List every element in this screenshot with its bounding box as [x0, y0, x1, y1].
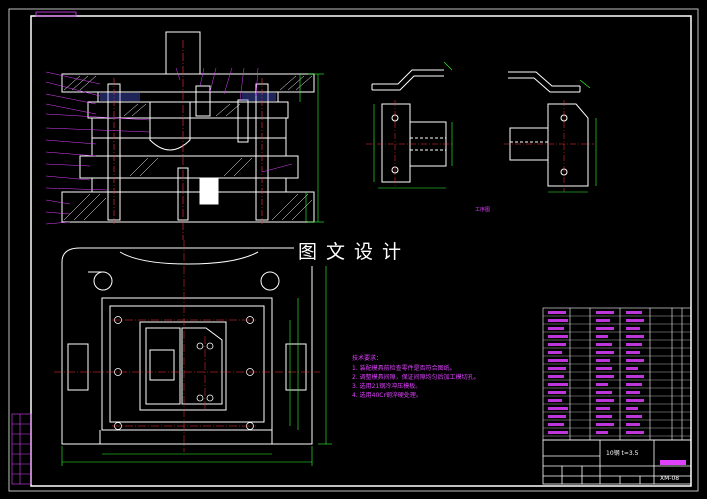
workpiece-dimensions [373, 61, 597, 193]
sheet-border-inner [30, 15, 692, 487]
section-hatching [63, 75, 313, 221]
workpiece-label: 工序图 [475, 207, 491, 213]
plan-view-centerlines [54, 240, 320, 452]
watermark: 图文设计 [294, 238, 438, 266]
parts-list [542, 307, 692, 441]
plan-view-dimensions [61, 261, 332, 466]
side-strip-table [11, 413, 32, 485]
technical-requirements: 技术要求： 1. 装配模具前检查零件是否符合图纸。 2. 调整模具间隙，保证间隙… [352, 354, 532, 400]
workpiece-profile-a [371, 69, 444, 91]
title-block-logo [660, 460, 686, 465]
section-fills [100, 93, 276, 101]
title-block-drawing-number: XM-08 [660, 475, 680, 482]
border-tab-top [35, 11, 77, 17]
workpiece-plan-b [509, 103, 589, 187]
plan-view [61, 247, 313, 445]
parts-list-entries [548, 311, 644, 434]
title-block-material: 10钢 t=3.5 [606, 450, 639, 457]
section-view [61, 31, 315, 240]
section-dimensions [299, 73, 324, 223]
parts-list-rows [543, 315, 691, 437]
workpiece-profile-b [508, 71, 581, 93]
title-block [542, 439, 692, 485]
technical-requirement-item: 3. 选用21钢冷冲压模板。 [352, 383, 422, 390]
technical-requirement-item: 4. 选用40Cr钢淬硬处理。 [352, 392, 422, 399]
part-leaders [45, 67, 293, 225]
technical-requirement-item: 2. 调整模具间隙，保证间隙均匀后加工模切孔。 [352, 374, 480, 381]
technical-requirements-title: 技术要求： [352, 355, 383, 362]
sheet-border-outer [8, 8, 699, 492]
workpiece-centerlines [366, 100, 594, 192]
technical-requirement-item: 1. 装配模具前检查零件是否符合图纸。 [352, 365, 456, 372]
workpiece-plan-a [381, 103, 447, 183]
